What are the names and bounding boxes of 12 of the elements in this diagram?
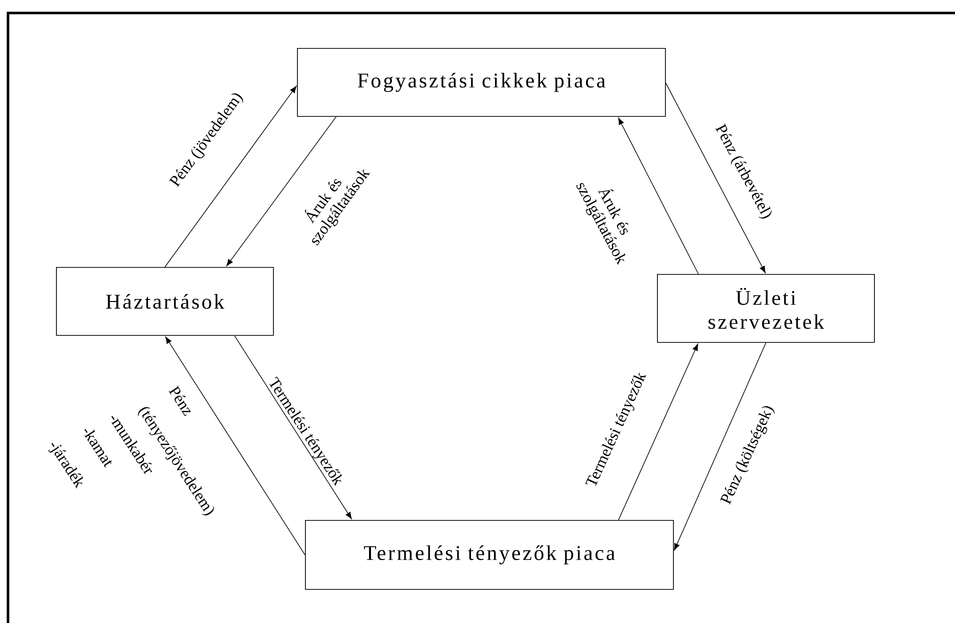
- arrow: [165, 336, 306, 556]
- box: Termelési tényezők piaca: [305, 520, 674, 590]
- arrow: [618, 118, 699, 274]
- arrow: [234, 335, 352, 520]
- arrow: [618, 344, 698, 520]
- box: Fogyasztási cikkek piaca: [297, 48, 666, 117]
- box: Háztartások: [56, 267, 274, 336]
- arrow: [665, 82, 766, 274]
- box: Üzleti szervezetek: [657, 274, 875, 343]
- arrow: [164, 86, 297, 268]
- arrow: [226, 116, 336, 266]
- arrow: [674, 342, 766, 550]
